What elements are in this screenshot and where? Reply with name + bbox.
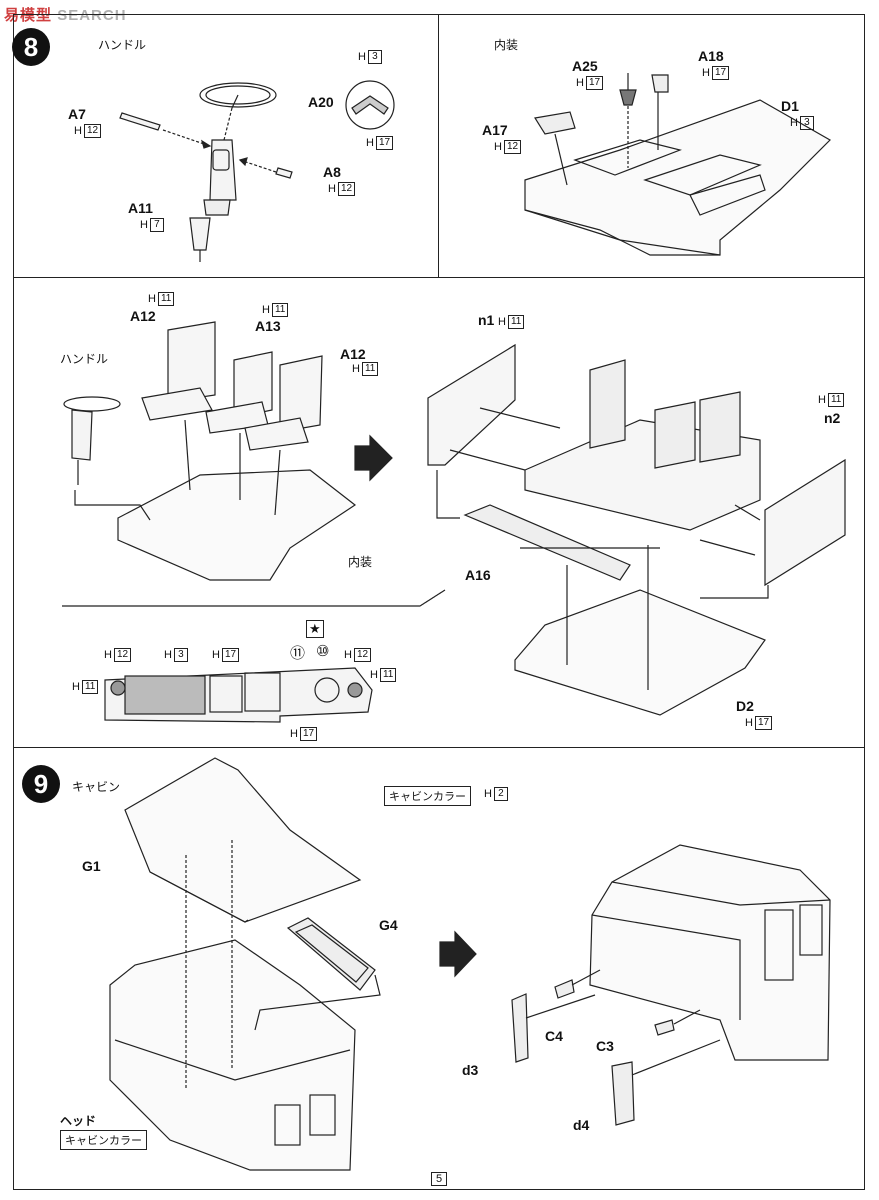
floor-d2-drawing — [514, 589, 766, 716]
cabin-label: キャビン — [72, 780, 121, 794]
watermark: 易模型 SEARCH — [4, 7, 127, 24]
d3-part-drawing — [511, 993, 529, 1063]
handle-assembly-label: ハンドル — [60, 352, 109, 366]
part-a11-label: A11 — [128, 200, 153, 216]
interior-floor-d1-drawing — [524, 99, 831, 256]
a7-shaft-drawing — [119, 112, 161, 131]
part-d3-label: d3 — [462, 1062, 479, 1078]
a8-knob-drawing — [275, 167, 293, 179]
head-color-tag: キャビンカラー — [60, 1130, 147, 1150]
step9-panel — [13, 747, 865, 1190]
head-label: ヘッド — [60, 1114, 97, 1128]
interior-assembly-label: 内装 — [348, 555, 373, 569]
part-a20-label: A20 — [308, 94, 334, 110]
seat-a13-label: A13 — [255, 318, 281, 334]
steering-column-drawing — [189, 139, 237, 262]
part-a7-label: A7 — [68, 106, 86, 122]
cabin-roof-g1-drawing — [124, 757, 362, 923]
dashboard-drawing — [104, 667, 373, 723]
c4-part-drawing — [554, 979, 575, 999]
a17-pedal-drawing — [534, 111, 576, 135]
seat-a12-left-drawing — [141, 321, 216, 421]
part-g4-label: G4 — [379, 917, 398, 933]
seat-a12-right-label: A12 — [340, 346, 366, 362]
c3-part-drawing — [654, 1019, 675, 1036]
floor-d2-label: D2 — [736, 698, 754, 714]
handle-title: ハンドル — [98, 38, 147, 52]
door-n1-label: n1 — [478, 312, 495, 328]
cabin-assembled-drawing — [589, 844, 831, 1061]
interior-title: 内装 — [494, 38, 519, 52]
steering-wheel-drawing — [199, 82, 277, 109]
part-a25-label: A25 — [572, 58, 598, 74]
window-g4-drawing — [286, 917, 376, 991]
door-n2-label: n2 — [824, 410, 841, 426]
seat-a12-left-label: A12 — [130, 308, 156, 324]
part-a17-label: A17 — [482, 122, 508, 138]
a16-panel-drawing — [463, 504, 631, 581]
step-9-badge: 9 — [22, 765, 60, 803]
part-d1-label: D1 — [781, 98, 799, 114]
handle-assembly-drawing — [63, 396, 121, 485]
seat-a13-drawing — [205, 351, 273, 434]
interior-floor-assembly-drawing — [117, 469, 357, 581]
decal-10: ⑩ — [316, 643, 330, 660]
decal-11: ⑪ — [290, 645, 306, 662]
door-n1-drawing — [427, 343, 516, 466]
part-g1-label: G1 — [82, 858, 101, 874]
page-number: 5 — [431, 1172, 448, 1186]
a18-brake-lever-drawing — [651, 74, 669, 93]
step-8-badge: 8 — [12, 28, 50, 66]
door-n2-drawing — [764, 458, 846, 587]
part-a8-label: A8 — [323, 164, 341, 180]
part-a18-label: A18 — [698, 48, 724, 64]
part-a16-label: A16 — [465, 567, 491, 583]
interior-seats-assembled-drawing — [524, 359, 761, 531]
part-d4-label: d4 — [573, 1117, 590, 1133]
cabin-color-tag: キャビンカラー — [384, 786, 471, 806]
d4-part-drawing — [611, 1061, 635, 1126]
decal-star: ★ — [306, 620, 324, 638]
part-c4-label: C4 — [545, 1028, 563, 1044]
a25-shift-lever-drawing — [619, 73, 637, 106]
seat-a12-right-drawing — [244, 355, 323, 451]
part-c3-label: C3 — [596, 1038, 614, 1054]
wheel-color-detail — [345, 80, 395, 130]
